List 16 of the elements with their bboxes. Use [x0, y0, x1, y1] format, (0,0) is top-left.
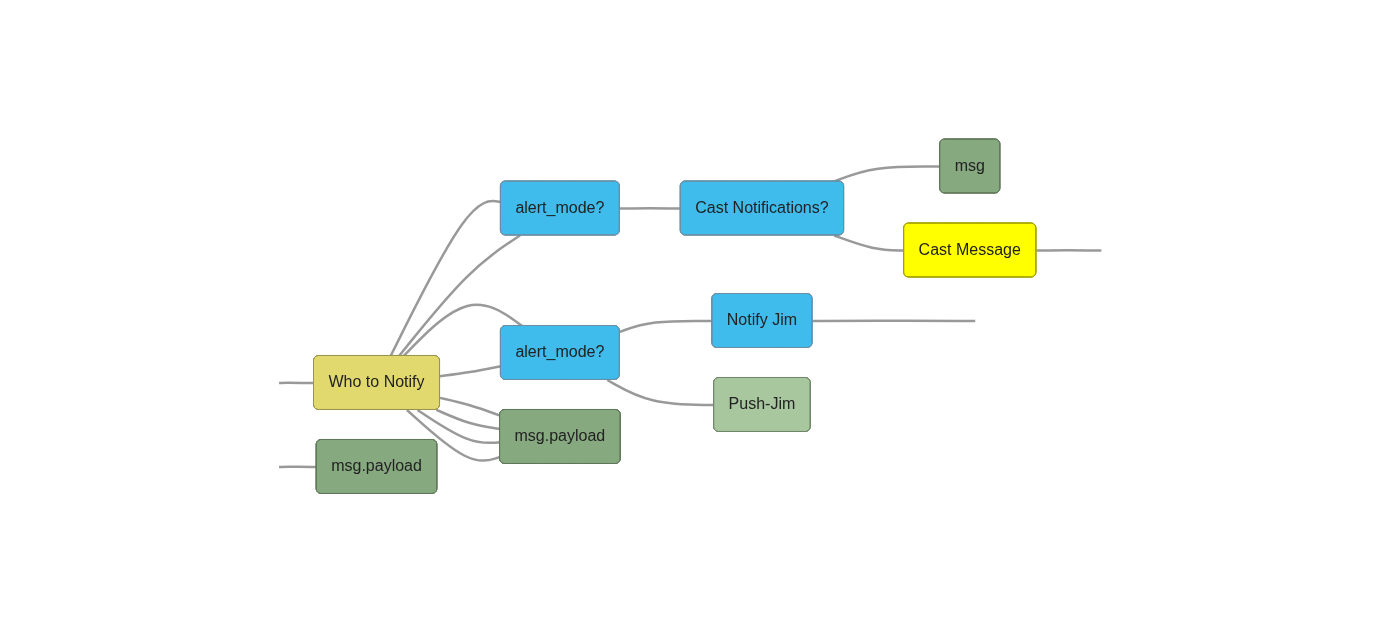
connector — [435, 408, 500, 430]
connector — [1036, 248, 1102, 252]
connector — [397, 234, 521, 357]
connector — [619, 206, 681, 210]
connector — [278, 465, 317, 468]
connector — [619, 319, 713, 333]
connector — [402, 303, 523, 357]
connector — [606, 378, 714, 406]
connector — [416, 408, 500, 444]
connector — [439, 364, 501, 378]
connector — [405, 408, 501, 462]
connector — [278, 381, 314, 384]
connector — [389, 199, 501, 357]
connector — [439, 396, 501, 417]
connector — [833, 234, 904, 252]
connector — [812, 319, 976, 322]
